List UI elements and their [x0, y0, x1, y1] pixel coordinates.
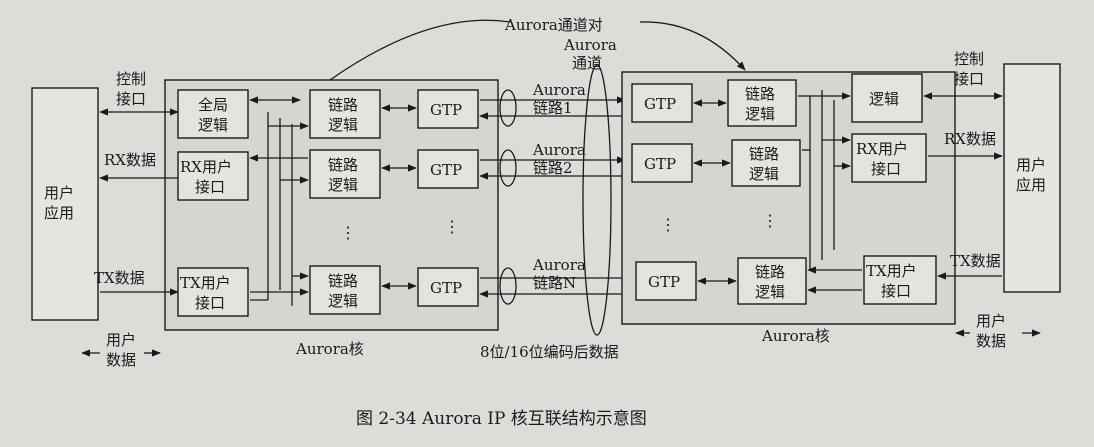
- right-link-logic-2-l1: 链路: [749, 145, 779, 163]
- channel-ellipse: [582, 64, 612, 336]
- link1-label-l2: 链路1: [533, 99, 573, 117]
- left-rx-data-label: RX数据: [104, 151, 156, 169]
- right-tx-user-if-l1: TX用户: [866, 262, 917, 280]
- figure-caption: 图 2-34 Aurora IP 核互联结构示意图: [356, 409, 647, 429]
- left-global-logic-l2: 逻辑: [198, 116, 228, 134]
- left-link-logic-n: [309, 265, 381, 315]
- right-user-app-label1: 用户: [1016, 156, 1046, 174]
- right-logic-label: 逻辑: [869, 90, 899, 108]
- link2-ellipse: [499, 149, 517, 187]
- channel-label-line2: 通道: [572, 54, 602, 72]
- channel-label-line1: Aurora: [563, 36, 617, 54]
- right-user-app-label2: 应用: [1016, 176, 1046, 194]
- left-tx-user-if-l1: TX用户: [180, 274, 231, 292]
- linkn-ellipse: [499, 267, 517, 305]
- left-gtp-2-label: GTP: [430, 161, 462, 179]
- right-link-logic-n: [737, 257, 807, 305]
- right-rx-data-label: RX数据: [944, 130, 996, 148]
- left-tx-user-if-l2: 接口: [195, 294, 225, 312]
- right-link-logic-1-l1: 链路: [745, 85, 775, 103]
- left-gtp-n-label: GTP: [430, 279, 462, 297]
- link2-label-l2: 链路2: [533, 159, 573, 177]
- right-link-logic-2-l2: 逻辑: [749, 165, 779, 183]
- left-link-logic-ellipsis: ⋮: [340, 223, 356, 242]
- left-user-app-label2: 应用: [44, 204, 74, 222]
- right-link-logic-1: [727, 79, 797, 127]
- left-gtp-1-label: GTP: [430, 101, 462, 119]
- left-global-logic-box: [177, 89, 249, 139]
- right-tx-user-if-box: [863, 255, 937, 305]
- left-gtp-1: [417, 89, 479, 129]
- left-gtp-n: [417, 267, 479, 307]
- left-user-app-label1: 用户: [44, 184, 74, 202]
- right-gtp-2: [631, 143, 693, 183]
- right-gtp-2-label: GTP: [644, 155, 676, 173]
- right-ctrl-port-label1: 控制: [954, 50, 984, 68]
- right-link-logic-n-l2: 逻辑: [755, 283, 785, 301]
- left-tx-user-if-box: [177, 267, 249, 317]
- right-link-logic-2: [731, 139, 801, 187]
- right-link-logic-n-l1: 链路: [755, 263, 785, 281]
- link1-ellipse: [499, 89, 517, 127]
- left-ctrl-port-label2: 接口: [116, 90, 146, 108]
- right-tx-data-label: TX数据: [950, 252, 1001, 270]
- left-global-logic-l1: 全局: [198, 96, 228, 114]
- left-link-logic-1-l2: 逻辑: [328, 116, 358, 134]
- right-gtp-1-label: GTP: [644, 95, 676, 113]
- left-link-logic-2: [309, 149, 381, 199]
- right-ctrl-port-label2: 接口: [954, 70, 984, 88]
- channel-pair-label: Aurora通道对: [504, 16, 603, 34]
- right-user-app-box: [1003, 63, 1061, 293]
- left-ctrl-port-label1: 控制: [116, 70, 146, 88]
- right-gtp-1: [631, 83, 693, 123]
- right-tx-user-if-l2: 接口: [881, 282, 911, 300]
- left-user-data-label2: 数据: [106, 351, 136, 369]
- right-core-label: Aurora核: [761, 327, 830, 345]
- right-rx-user-if-l2: 接口: [871, 160, 901, 178]
- right-user-data-label2: 数据: [976, 332, 1006, 350]
- left-link-logic-n-l1: 链路: [328, 272, 358, 290]
- left-link-logic-1-l1: 链路: [328, 96, 358, 114]
- left-link-logic-2-l2: 逻辑: [328, 176, 358, 194]
- left-link-logic-1: [309, 89, 381, 139]
- left-link-logic-n-l2: 逻辑: [328, 292, 358, 310]
- right-link-logic-ellipsis: ⋮: [762, 211, 778, 230]
- link2-label-l1: Aurora: [532, 141, 586, 159]
- left-link-logic-2-l1: 链路: [328, 156, 358, 174]
- linkn-label-l1: Aurora: [532, 256, 586, 274]
- right-logic-box: [851, 73, 923, 123]
- link1-label-l1: Aurora: [532, 81, 586, 99]
- left-user-app-box: [31, 87, 99, 321]
- linkn-label-l2: 链路N: [533, 274, 576, 292]
- right-gtp-n: [635, 261, 697, 301]
- left-rx-user-if-l1: RX用户: [180, 158, 232, 176]
- right-gtp-ellipsis: ⋮: [660, 215, 676, 234]
- left-core-label: Aurora核: [295, 340, 364, 358]
- right-user-data-label1: 用户: [976, 312, 1006, 330]
- left-rx-user-if-l2: 接口: [195, 178, 225, 196]
- right-link-logic-1-l2: 逻辑: [745, 105, 775, 123]
- encoded-data-label: 8位/16位编码后数据: [480, 343, 619, 361]
- left-rx-user-if-box: [177, 151, 249, 201]
- channel-pair-arc-right: [639, 21, 746, 71]
- left-tx-data-label: TX数据: [94, 269, 145, 287]
- right-rx-user-if-box: [851, 133, 927, 183]
- left-gtp-2: [417, 149, 479, 189]
- channel-pair-arc: [329, 19, 511, 81]
- left-user-data-label1: 用户: [106, 331, 136, 349]
- right-gtp-n-label: GTP: [648, 273, 680, 291]
- right-rx-user-if-l1: RX用户: [856, 140, 908, 158]
- left-gtp-ellipsis: ⋮: [444, 217, 460, 236]
